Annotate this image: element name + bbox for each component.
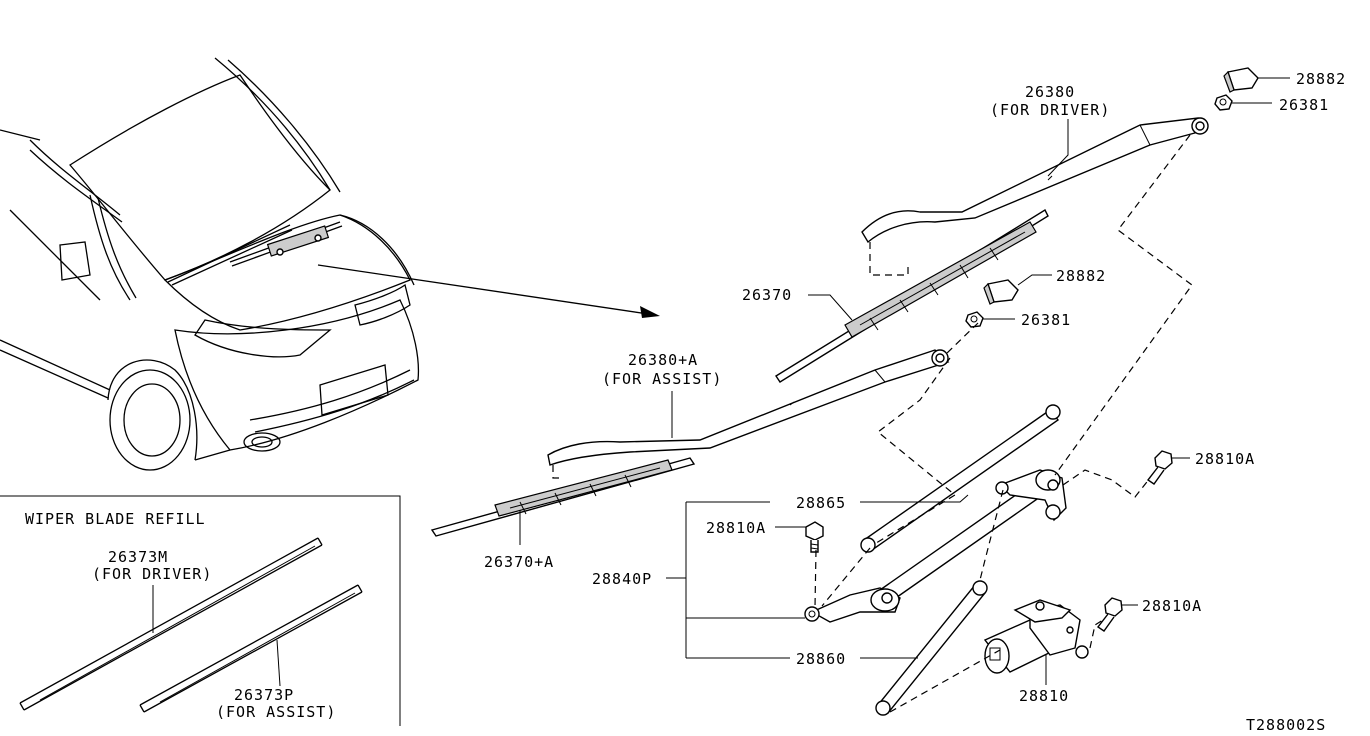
cap-assist	[983, 279, 1019, 305]
label-link-assy: 28840P	[592, 570, 652, 588]
label-cap-assist: 28882	[1056, 267, 1106, 285]
bolt-left	[805, 521, 824, 553]
label-link-rod: 28865	[796, 494, 846, 512]
label-motor: 28810	[1019, 687, 1069, 705]
cap-driver	[1223, 67, 1259, 93]
wiper-arm-assist	[547, 349, 950, 466]
diagram-id: T288002S	[1246, 716, 1326, 734]
label-bolt-left: 28810A	[706, 519, 766, 537]
bolt-right-upper	[1146, 450, 1173, 485]
label-bolt-right-upper: 28810A	[1195, 450, 1255, 468]
refill-assist-part-no: 26373P	[234, 686, 294, 704]
label-nut-driver: 26381	[1279, 96, 1329, 114]
refill-assist-note: (FOR ASSIST)	[216, 703, 336, 721]
label-blade-driver: 26370	[742, 286, 792, 304]
refill-driver-part-no: 26373M	[108, 548, 168, 566]
nut-assist	[965, 311, 984, 328]
label-arm-assist-note: (FOR ASSIST)	[602, 370, 722, 388]
bolt-right-lower	[1096, 597, 1123, 632]
label-arm-driver: 26380	[1025, 83, 1075, 101]
label-arm-driver-note: (FOR DRIVER)	[990, 101, 1110, 119]
label-arm-assist: 26380+A	[628, 351, 698, 369]
label-bolt-right-lower: 28810A	[1142, 597, 1202, 615]
wiper-blade-driver	[775, 209, 1049, 383]
label-blade-assist: 26370+A	[484, 553, 554, 571]
label-cap-driver: 28882	[1296, 70, 1346, 88]
wiper-arm-driver	[861, 117, 1209, 244]
label-nut-assist: 26381	[1021, 311, 1071, 329]
wiper-blade-assist	[430, 457, 696, 537]
wiper-blade-refill-inset: WIPER BLADE REFILL 26373M (FOR DRIVER) 2…	[0, 495, 401, 726]
nut-driver	[1214, 94, 1233, 111]
inset-title: WIPER BLADE REFILL	[25, 510, 206, 528]
wiper-linkage	[804, 404, 1067, 716]
vehicle-illustration	[0, 57, 660, 471]
wiper-motor	[983, 599, 1089, 674]
label-link-lower: 28860	[796, 650, 846, 668]
refill-driver-note: (FOR DRIVER)	[92, 565, 212, 583]
